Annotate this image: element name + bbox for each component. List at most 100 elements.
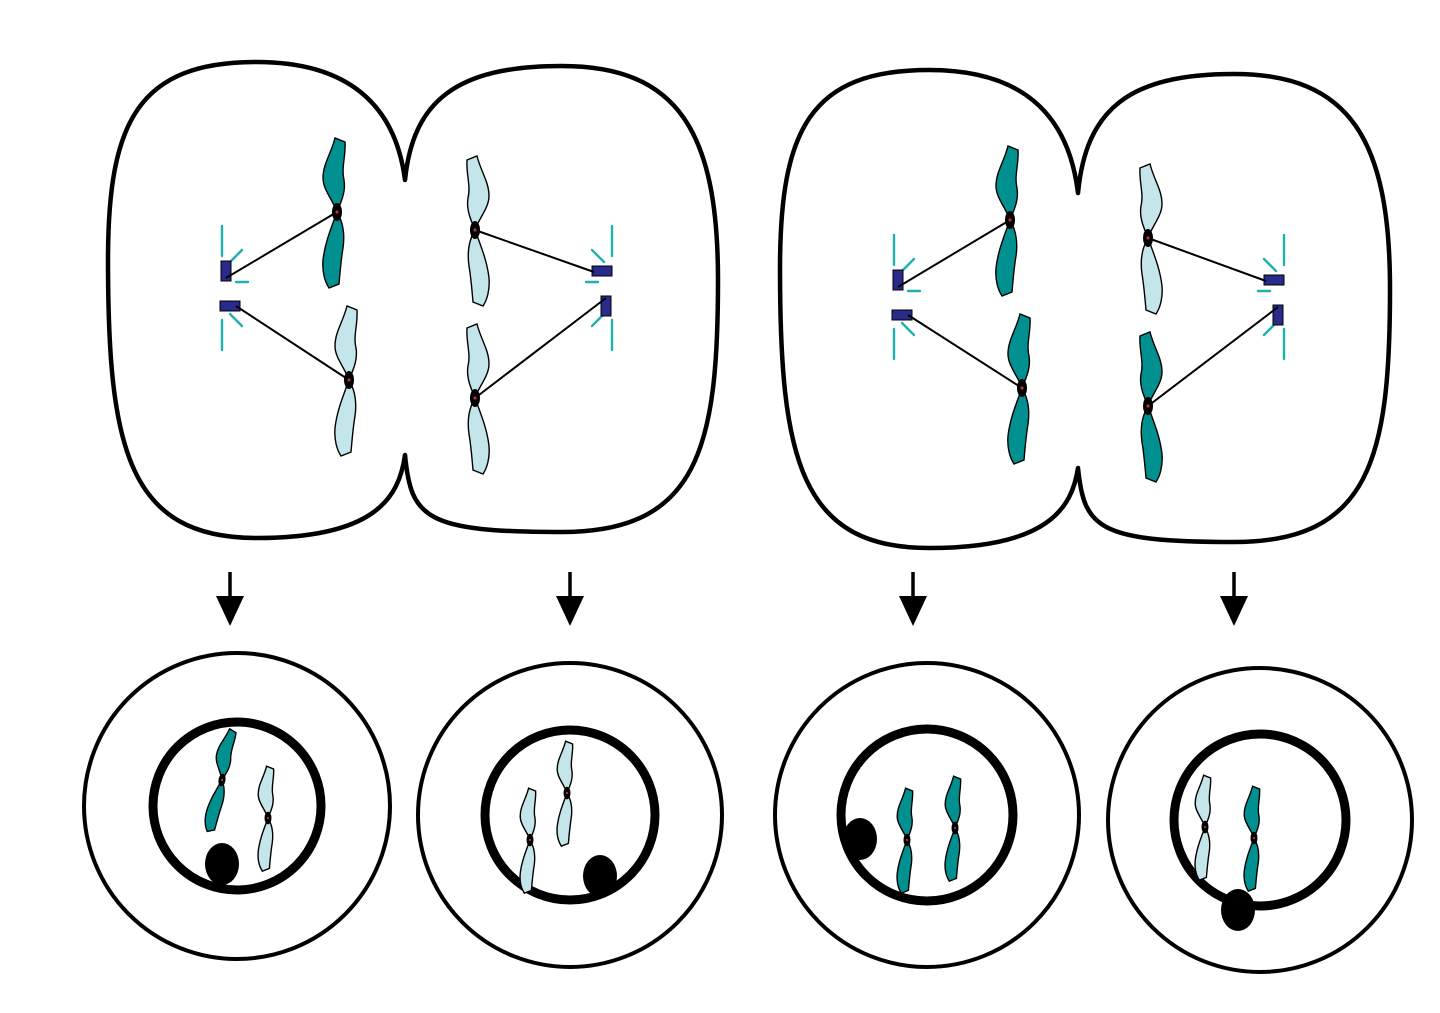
chromatid-arm — [334, 378, 357, 457]
chromatid-arm — [257, 765, 275, 821]
centromere-core — [1146, 404, 1150, 408]
chromatid-arm — [1140, 236, 1163, 315]
centromere-core — [220, 778, 224, 782]
spindle-fiber — [897, 219, 1011, 288]
chromatid-arm — [944, 775, 962, 831]
down-arrow — [216, 572, 244, 626]
chromosome — [896, 787, 914, 895]
chromosome — [1139, 163, 1163, 315]
chromatid-arm — [204, 778, 225, 833]
chromosome — [322, 137, 346, 289]
centromere-core — [905, 838, 909, 842]
cell-membrane — [773, 661, 1081, 969]
nucleolus — [843, 818, 877, 860]
chromatid-arm — [556, 740, 574, 796]
chromatid-arm — [1243, 836, 1260, 893]
chromosome — [1007, 313, 1031, 465]
down-arrow — [556, 572, 584, 626]
chromatid-arm — [896, 838, 913, 895]
centromere-core — [473, 396, 477, 400]
aster-ray — [900, 257, 916, 273]
centromere-core — [565, 791, 569, 795]
chromosome — [944, 775, 962, 883]
centrosome — [892, 269, 904, 291]
chromosome — [1243, 785, 1261, 893]
daughter-cell — [773, 661, 1081, 969]
centromere-core — [1203, 825, 1207, 829]
chromosome — [1139, 331, 1163, 483]
spindle-fiber — [474, 229, 595, 273]
chromosome — [204, 727, 237, 833]
arrow-head — [556, 596, 584, 626]
down-arrow — [899, 572, 927, 626]
chromatid-arm — [467, 228, 490, 307]
chromatid-arm — [466, 323, 490, 401]
centrosome — [219, 300, 241, 312]
daughter-cell — [82, 651, 392, 961]
chromatid-arm — [896, 787, 914, 843]
nucleolus — [205, 843, 239, 885]
spindle-fiber — [1147, 237, 1267, 282]
chromatid-arm — [334, 305, 358, 383]
chromatid-arm — [466, 155, 490, 233]
chromatid-arm — [1007, 313, 1031, 391]
centromere-core — [953, 826, 957, 830]
chromatid-arm — [1194, 774, 1212, 830]
nuclear-envelope — [148, 717, 326, 895]
dividing-cell-1 — [105, 59, 721, 541]
centrosome — [220, 260, 232, 282]
aster-ray — [228, 312, 244, 328]
arrow-head — [216, 596, 244, 626]
chromatid-arm — [1194, 825, 1211, 882]
centromere-core — [1146, 236, 1150, 240]
daughters-layer — [82, 651, 1414, 974]
chromatid-arm — [995, 218, 1018, 297]
chromatid-arm — [1140, 404, 1163, 483]
chromosome — [556, 740, 574, 848]
spindle-fiber — [474, 297, 607, 399]
chromosome — [1194, 774, 1212, 882]
cells-layer — [105, 59, 1393, 551]
spindle-fiber — [907, 314, 1023, 389]
nucleolus — [583, 855, 617, 897]
spindle-fiber — [1147, 306, 1279, 407]
chromatid-arm — [215, 727, 237, 782]
arrows-layer — [216, 572, 1248, 626]
centromere-core — [1020, 386, 1024, 390]
chromatid-arm — [322, 137, 346, 215]
aster-ray — [590, 248, 606, 264]
chromatid-arm — [519, 838, 536, 895]
chromatid-arm — [322, 210, 345, 289]
cell-membrane — [416, 661, 724, 969]
chromosome — [995, 145, 1019, 297]
arrow-head — [1220, 596, 1248, 626]
centrosome — [1272, 304, 1284, 326]
chromatid-arm — [1139, 331, 1163, 409]
aster-ray — [1262, 257, 1278, 273]
chromatid-arm — [995, 145, 1019, 223]
chromatid-arm — [944, 826, 961, 883]
centrosome — [1263, 274, 1285, 286]
chromatid-arm — [556, 791, 573, 848]
centromere-core — [528, 838, 532, 842]
chromatid-arm — [1007, 386, 1030, 465]
chromosome — [519, 787, 537, 895]
centrosome — [600, 295, 612, 317]
centrosome — [591, 265, 613, 277]
daughter-cell — [1106, 666, 1414, 974]
chromatid-arm — [467, 396, 490, 475]
cell-membrane — [82, 651, 392, 961]
chromatid-arm — [1243, 785, 1261, 841]
centrosome — [891, 309, 913, 321]
cell-membrane — [105, 59, 721, 541]
chromosome — [466, 155, 490, 307]
nuclear-envelope — [836, 724, 1018, 906]
centromere-core — [335, 210, 339, 214]
nuclear-envelope — [480, 725, 660, 905]
centromere-core — [473, 228, 477, 232]
chromatid-arm — [1139, 163, 1163, 241]
dividing-cell-2 — [777, 67, 1393, 551]
spindle-fiber — [235, 305, 350, 381]
chromosome — [466, 323, 490, 475]
